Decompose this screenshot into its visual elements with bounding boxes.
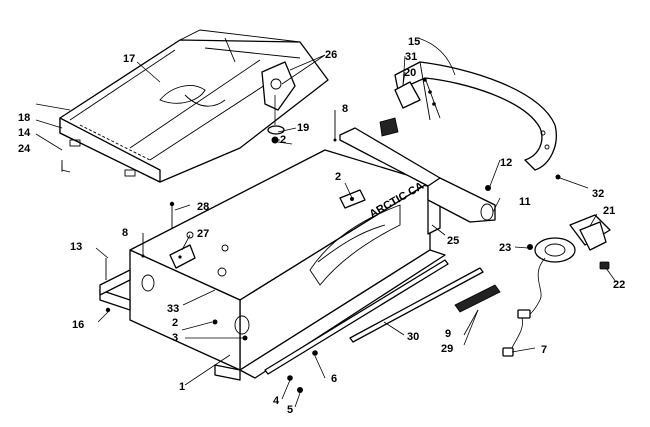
backrest-bracket: [339, 127, 496, 235]
callout-28: 28: [197, 201, 209, 213]
callout-23: 23: [499, 242, 511, 254]
callout-9: 9: [445, 328, 451, 340]
callout-27: 27: [197, 228, 209, 240]
rod: [349, 267, 484, 343]
callout-11: 11: [519, 196, 531, 208]
callout-25: 25: [447, 235, 459, 247]
bolt: [555, 174, 589, 189]
screws: [105, 267, 318, 393]
callout-21: 21: [603, 205, 615, 217]
seat-latch-bracket: [261, 61, 296, 144]
callout-13: 13: [70, 241, 82, 253]
callout-2c: 2: [172, 317, 178, 329]
callout-2a: 2: [280, 134, 286, 146]
callout-1: 1: [179, 381, 185, 393]
callout-24: 24: [18, 143, 31, 155]
callout-32: 32: [592, 188, 604, 200]
latch-plate: [339, 189, 366, 209]
callout-33: 33: [167, 303, 179, 315]
callout-20: 20: [404, 67, 416, 79]
callout-19: 19: [297, 122, 309, 134]
callout-14: 14: [18, 127, 31, 139]
callout-30: 30: [407, 331, 419, 343]
light-bar: [454, 284, 501, 313]
rivet: [141, 110, 337, 258]
callout-22: 22: [613, 279, 625, 291]
callout-5: 5: [287, 404, 293, 416]
callout-6: 6: [331, 373, 337, 385]
seat-cushion: [59, 29, 329, 183]
wire-harness: [502, 299, 541, 357]
callout-18: 18: [18, 112, 30, 124]
callout-16: 16: [72, 319, 84, 331]
callout-2b: 2: [335, 171, 341, 183]
leader-lines: [35, 37, 617, 408]
taillight-housing: [527, 214, 611, 301]
callout-26: 26: [325, 49, 337, 61]
mount-rod: [264, 259, 449, 375]
callout-4: 4: [273, 395, 280, 407]
callout-8b: 8: [122, 227, 128, 239]
callout-15: 15: [408, 36, 420, 48]
callout-31: 31: [405, 51, 417, 63]
callout-8a: 8: [342, 103, 348, 115]
callout-7: 7: [541, 344, 547, 356]
callout-29: 29: [441, 343, 453, 355]
callout-17: 17: [123, 53, 135, 65]
callouts: 1 2 2 2 3 4 5 6 7 8 8 9 11 12 13 14 15 1…: [18, 36, 625, 416]
callout-12: 12: [500, 157, 512, 169]
nut: [485, 185, 491, 191]
storage-box: ARCTIC CAT: [99, 149, 446, 381]
callout-3: 3: [172, 332, 178, 344]
grab-handle: [379, 61, 557, 171]
